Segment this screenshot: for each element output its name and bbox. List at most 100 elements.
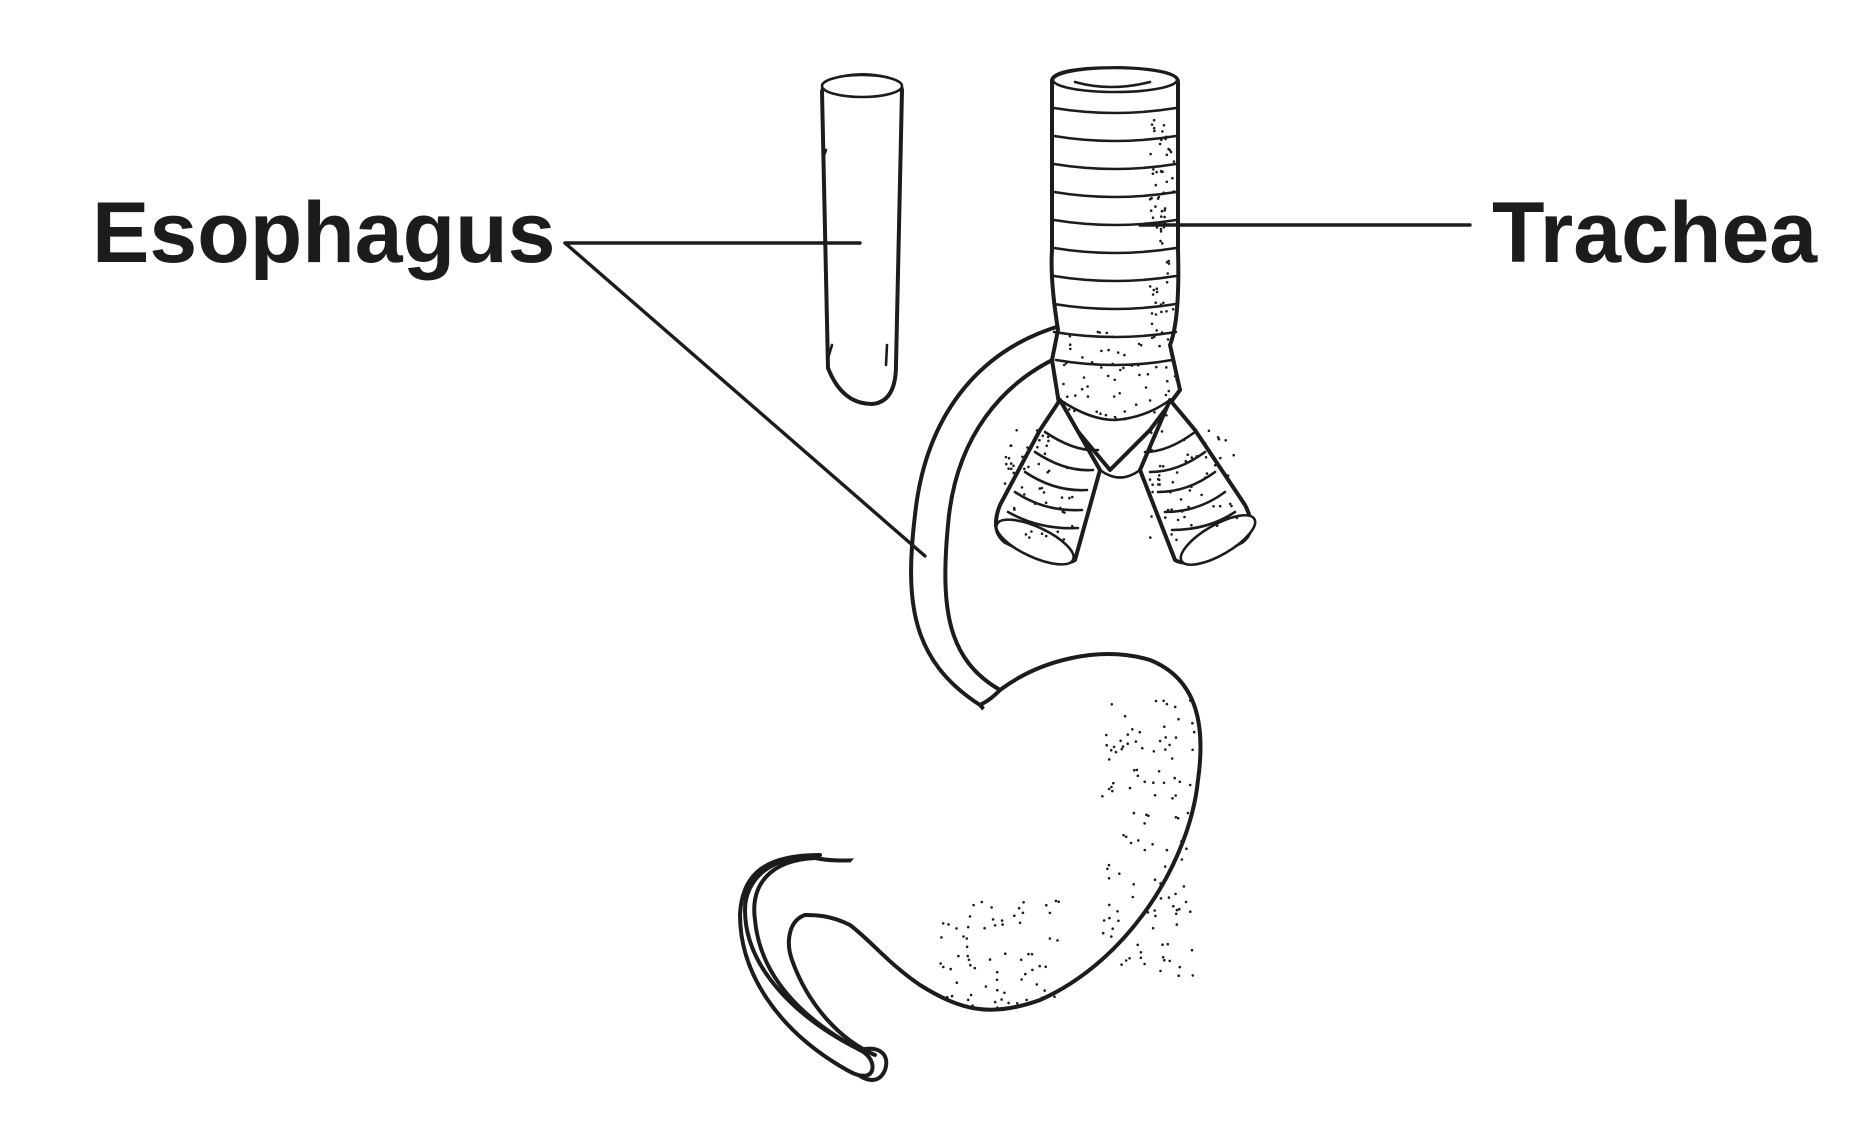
stipple-dot <box>1064 361 1068 365</box>
stipple-dot <box>1105 331 1109 335</box>
stipple-dot <box>1106 374 1110 378</box>
stipple-dot <box>1073 409 1076 413</box>
stipple-dot <box>1163 958 1166 962</box>
stipple-dot <box>1030 530 1033 533</box>
stipple-dot <box>1191 748 1194 752</box>
stipple-dot <box>1111 927 1114 930</box>
stipple-dot <box>1119 368 1122 372</box>
stipple-dot <box>1068 496 1071 500</box>
stipple-dot <box>1190 456 1194 459</box>
stipple-dot <box>1175 471 1179 474</box>
stipple-dot <box>1163 207 1167 210</box>
stipple-dot <box>1169 490 1172 494</box>
stipple-dot <box>1132 768 1136 772</box>
stipple-dot <box>1170 533 1173 536</box>
stipple-dot <box>1000 998 1003 1001</box>
stipple-dot <box>1137 342 1141 346</box>
stipple-dot <box>1154 313 1158 316</box>
stipple-dot <box>1171 308 1175 311</box>
stipple-dot <box>1160 170 1164 174</box>
stipple-dot <box>1156 197 1160 200</box>
stipple-dot <box>1019 958 1023 962</box>
stipple-dot <box>1235 516 1239 520</box>
stipple-dot <box>1166 379 1169 383</box>
stipple-dot <box>1060 496 1064 499</box>
stipple-dot <box>1168 148 1172 152</box>
stipple-dot <box>1113 378 1116 382</box>
stipple-dot <box>1159 303 1163 306</box>
stipple-dot <box>1040 532 1044 535</box>
stipple-dot <box>1082 376 1086 379</box>
stipple-dot <box>1038 487 1042 490</box>
stipple-dot <box>1163 865 1167 868</box>
stipple-dot <box>971 1004 974 1007</box>
stipple-dot <box>1040 996 1044 1000</box>
stipple-dot <box>1034 438 1038 441</box>
stipple-dot <box>1004 455 1008 459</box>
stipple-dot <box>1165 153 1169 157</box>
stipple-dot <box>1161 464 1165 468</box>
stipple-dot <box>966 925 970 929</box>
stipple-dot <box>942 965 945 969</box>
stipple-dot <box>1170 757 1174 760</box>
stipple-dot <box>1183 515 1186 519</box>
stipple-dot <box>1119 739 1122 743</box>
stipple-dot <box>1153 909 1156 912</box>
stipple-dot <box>1012 471 1015 475</box>
stipple-dot <box>1048 911 1052 915</box>
stipple-dot <box>1157 474 1161 477</box>
stipple-dot <box>984 985 988 988</box>
stipple-dot <box>965 945 969 949</box>
stipple-dot <box>1153 335 1156 339</box>
stipple-dot <box>1167 896 1171 899</box>
stipple-dot <box>1069 347 1072 351</box>
stipple-dot <box>1150 312 1154 315</box>
stipple-dot <box>1203 441 1207 445</box>
stipple-dot <box>1071 495 1074 499</box>
stipple-dot <box>1165 310 1168 313</box>
stipple-dot <box>1154 301 1157 305</box>
stipple-dot <box>1045 903 1048 907</box>
stipple-dot <box>1217 437 1221 441</box>
stipple-dot <box>1180 858 1184 861</box>
stipple-dot <box>1004 952 1007 955</box>
stipple-dot <box>1037 462 1041 466</box>
stipple-dot <box>1020 978 1023 981</box>
stipple-dot <box>1148 285 1152 288</box>
stipple-dot <box>1228 502 1232 506</box>
stipple-dot <box>1009 462 1013 465</box>
stipple-dot <box>1161 130 1164 133</box>
stipple-dot <box>1175 538 1178 542</box>
stipple-dot <box>1159 230 1163 233</box>
stipple-dot <box>1139 343 1143 347</box>
stipple-dot <box>1038 964 1041 968</box>
stipple-dot <box>1165 180 1169 184</box>
stipple-dot <box>1134 740 1138 743</box>
stipple-dot <box>1172 332 1175 335</box>
stipple-dot <box>1015 429 1018 432</box>
stipple-dot <box>1165 280 1169 284</box>
stipple-dot <box>947 923 950 926</box>
stipple-dot <box>1131 895 1135 899</box>
stipple-dot <box>1062 538 1066 541</box>
stipple-dot <box>955 927 958 930</box>
stipple-dot <box>1212 505 1215 508</box>
stipple-dot <box>1062 363 1066 367</box>
stipple-dot <box>1051 506 1054 510</box>
stipple-dot <box>1018 921 1022 925</box>
stipple-dot <box>1126 733 1130 736</box>
stipple-dot <box>1047 469 1051 473</box>
stipple-dot <box>1160 430 1164 433</box>
stipple-dot <box>1159 897 1163 900</box>
stipple-dot <box>1164 736 1167 739</box>
stipple-dot <box>1108 903 1111 907</box>
stipple-dot <box>1066 395 1069 399</box>
stipple-dot <box>1121 745 1125 748</box>
stipple-dot <box>1148 399 1152 402</box>
stipple-dot <box>1114 417 1118 421</box>
stipple-dot <box>969 993 973 997</box>
stipple-dot <box>1071 524 1074 528</box>
stipple-dot <box>1098 331 1101 334</box>
stipple-dot <box>1144 386 1148 389</box>
stipple-dot <box>1116 351 1120 354</box>
